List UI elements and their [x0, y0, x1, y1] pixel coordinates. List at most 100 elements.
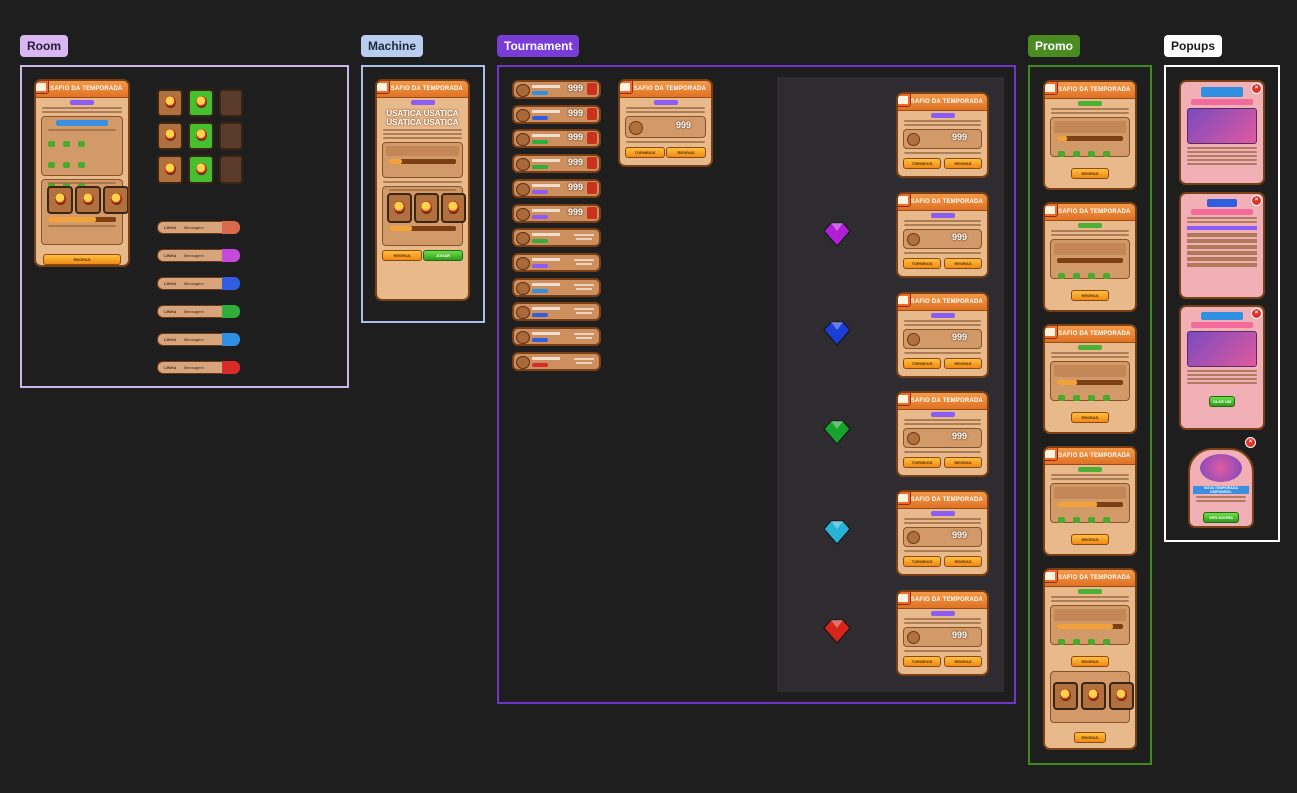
rules-button[interactable]: REGRAS [944, 258, 982, 269]
season-badge [70, 100, 94, 105]
avatar-tile[interactable] [188, 89, 214, 117]
calendar-icon [1045, 326, 1058, 339]
section-tag-room[interactable]: Room [20, 35, 68, 57]
rules-button[interactable]: REGRAS [944, 556, 982, 567]
rules-button[interactable]: REGRAS [944, 656, 982, 667]
tier-tag [532, 140, 548, 145]
tournament-list-item[interactable]: 999 [512, 129, 601, 149]
rules-button[interactable]: REGRAS [1074, 732, 1106, 743]
tournament-list-item[interactable] [512, 302, 601, 322]
tournaments-button[interactable]: TORNEIOS [903, 258, 941, 269]
tier-tag [532, 115, 548, 120]
score-value: 999 [951, 332, 967, 342]
close-icon[interactable]: × [1251, 83, 1262, 94]
section-tag-promo[interactable]: Promo [1028, 35, 1081, 57]
tournament-list-item[interactable]: 999 [512, 154, 601, 174]
promo-badge [1078, 589, 1102, 594]
tournaments-button[interactable]: TORNEIOS [903, 158, 941, 169]
tournament-list-item[interactable]: 999 [512, 104, 601, 124]
player-score-box: 999 [903, 527, 982, 547]
avatar [587, 181, 597, 194]
rules-button[interactable]: REGRAS [43, 254, 121, 265]
rules-button[interactable]: REGRAS [1071, 168, 1109, 179]
rules-button[interactable]: REGRAS [1071, 412, 1109, 423]
tier-tag [532, 189, 548, 194]
rules-button[interactable]: REGRAS [1071, 656, 1109, 667]
sandwich-tile[interactable] [219, 122, 243, 150]
card-title: DESAFIO DA TEMPORADA [898, 94, 987, 111]
card-title: DESAFIO DA TEMPORADA [377, 81, 468, 98]
section-tag-tournament[interactable]: Tournament [497, 35, 580, 57]
name-line [576, 262, 592, 265]
tournament-list-item[interactable] [512, 228, 601, 248]
rules-button[interactable]: REGRAS [944, 457, 982, 468]
calendar-icon [1045, 82, 1058, 95]
score-value: 999 [675, 120, 691, 130]
avatar-tile[interactable] [157, 155, 183, 184]
section-tag-popups[interactable]: Popups [1164, 35, 1222, 57]
tournaments-button[interactable]: TORNEIOS [625, 147, 665, 158]
tournament-list-item[interactable] [512, 252, 601, 272]
section-tag-machine[interactable]: Machine [361, 35, 424, 57]
tournament-list-item[interactable] [512, 327, 601, 346]
player-score-box: 999 [625, 116, 706, 138]
tournament-list-item[interactable]: 999 [512, 80, 601, 99]
sandwich-tile[interactable] [219, 89, 243, 117]
player-score-box: 999 [903, 627, 982, 647]
avatar [516, 281, 530, 295]
tournament-list-item[interactable] [512, 351, 601, 371]
calendar-icon [898, 592, 911, 605]
close-icon[interactable]: × [1251, 308, 1262, 319]
popup-love: OLHE UM × [1179, 305, 1265, 430]
avatar-tile[interactable] [157, 89, 183, 117]
avatar [516, 355, 530, 369]
rules-button[interactable]: REGRAS [1071, 290, 1109, 301]
name-line [532, 208, 560, 212]
close-icon[interactable]: × [1251, 195, 1262, 206]
tier-tag [532, 239, 548, 244]
score-value: 999 [951, 530, 967, 540]
tournaments-button[interactable]: TORNEIOS [903, 457, 941, 468]
rules-button[interactable]: REGRAS [944, 358, 982, 369]
popup-thanks-button[interactable]: OLHE UM [1209, 396, 1235, 407]
name-line [532, 307, 560, 311]
sandwich-tile[interactable] [219, 155, 243, 184]
tournaments-button[interactable]: TORNEIOS [903, 358, 941, 369]
avatar-tile[interactable] [157, 122, 183, 150]
machine-progress-box [382, 142, 463, 178]
player-score-box: 999 [903, 428, 982, 448]
rules-button[interactable]: REGRAS [382, 250, 422, 261]
season-badge [930, 412, 955, 417]
rules-button[interactable]: REGRAS [944, 158, 982, 169]
calendar-icon [36, 81, 49, 94]
tournament-list-item[interactable]: 999 [512, 203, 601, 223]
name-line [532, 109, 560, 113]
tournament-list-item[interactable]: 999 [512, 178, 601, 198]
name-line [576, 287, 592, 290]
avatar-tile[interactable] [188, 122, 214, 150]
avatar [516, 207, 530, 221]
play-button[interactable]: JOGAR [423, 250, 463, 261]
popup-schedule: × [1179, 192, 1265, 299]
tournament-list-item[interactable] [512, 277, 601, 297]
avatar-tile[interactable] [188, 155, 214, 184]
prize-table [41, 116, 123, 189]
tournament-card-top: DESAFIO DA TEMPORADA 999 TORNEIOS REGRAS [618, 79, 713, 167]
avatar [516, 158, 530, 172]
rules-button[interactable]: REGRAS [1071, 534, 1109, 545]
rules-button[interactable]: REGRAS [666, 147, 706, 158]
gem-variants-panel [777, 77, 1004, 692]
tournaments-button[interactable]: TORNEIOS [903, 656, 941, 667]
score-value: 999 [568, 132, 584, 143]
tournaments-button[interactable]: TORNEIOS [903, 556, 941, 567]
popup-view-button[interactable]: VER AGORA [1203, 512, 1239, 523]
close-icon[interactable]: × [1245, 437, 1256, 448]
